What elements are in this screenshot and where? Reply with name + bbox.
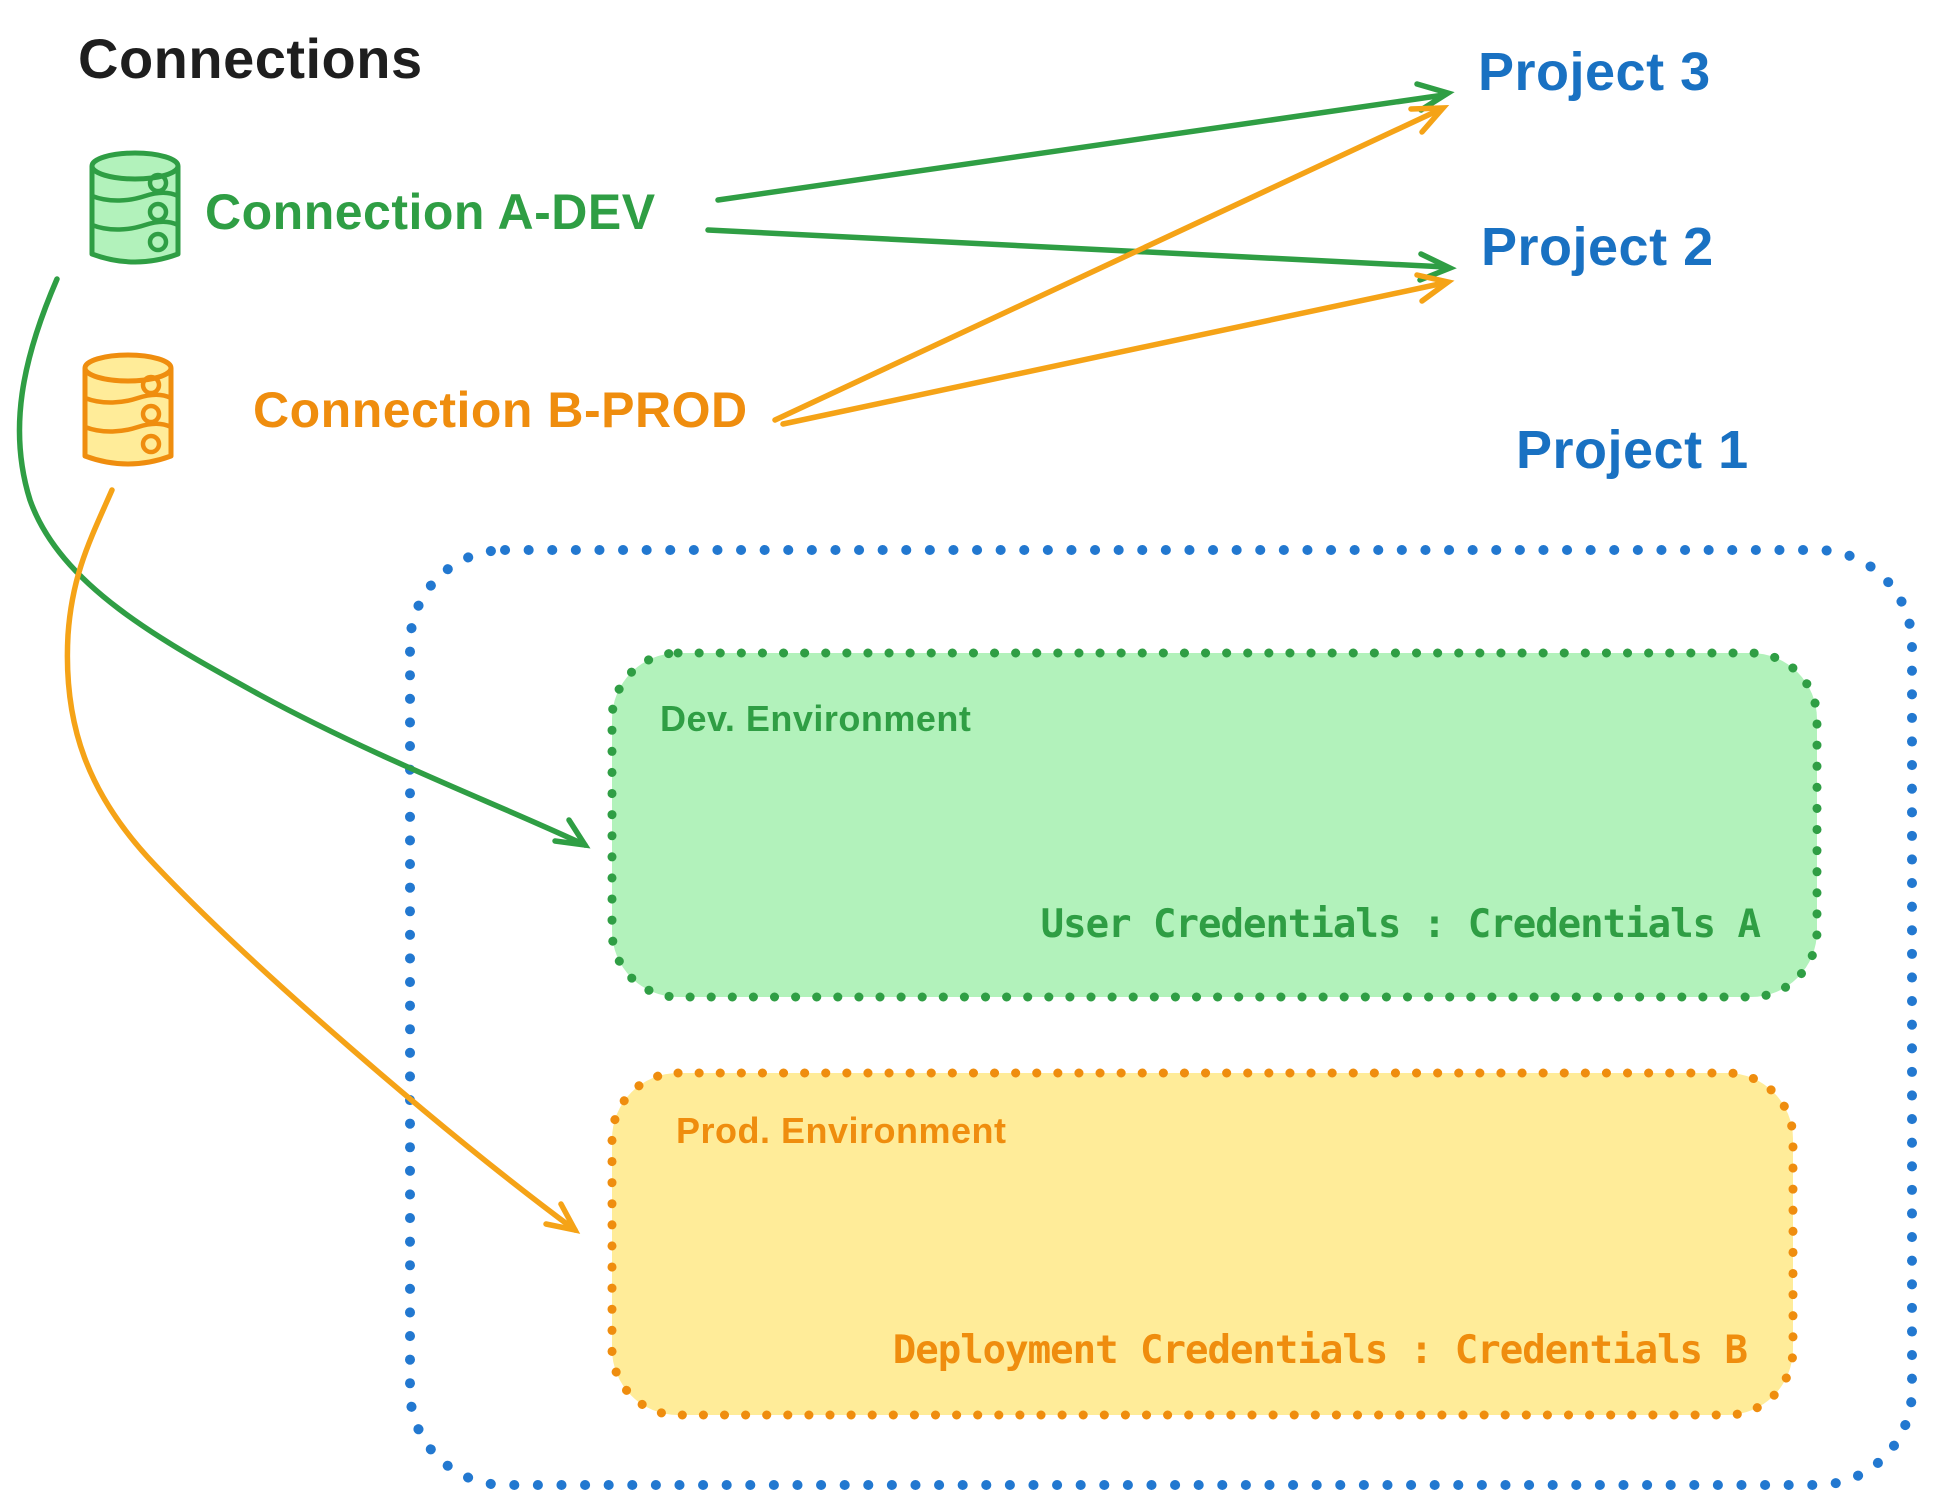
project-3-label: Project 3 (1478, 42, 1711, 102)
project1-container-box (405, 545, 1917, 1490)
arrow-adev-to-dev-environment (16, 276, 591, 849)
dev-environment-credentials: User Credentials : Credentials A (1040, 902, 1761, 947)
diagram-title: Connections (78, 27, 423, 90)
prod-environment-credentials: Deployment Credentials : Credentials B (892, 1328, 1748, 1373)
database-icon (82, 352, 174, 467)
prod-environment-title: Prod. Environment (676, 1110, 1007, 1151)
dev-environment-box (607, 648, 1822, 1002)
connection-b-prod-label: Connection B-PROD (253, 382, 748, 438)
arrow-adev-to-project2 (705, 227, 1457, 283)
arrow-bprod-to-prod-environment (64, 487, 581, 1234)
prod-environment-box (607, 1068, 1798, 1420)
arrow-bprod-to-project3 (772, 105, 1450, 423)
project-1-label: Project 1 (1516, 420, 1749, 480)
arrow-bprod-to-project2 (780, 272, 1455, 427)
database-icon (89, 150, 181, 265)
connection-a-dev-label: Connection A-DEV (205, 184, 656, 240)
project-2-label: Project 2 (1481, 217, 1714, 277)
dev-environment-title: Dev. Environment (660, 698, 972, 739)
arrow-adev-to-project3 (715, 81, 1455, 203)
